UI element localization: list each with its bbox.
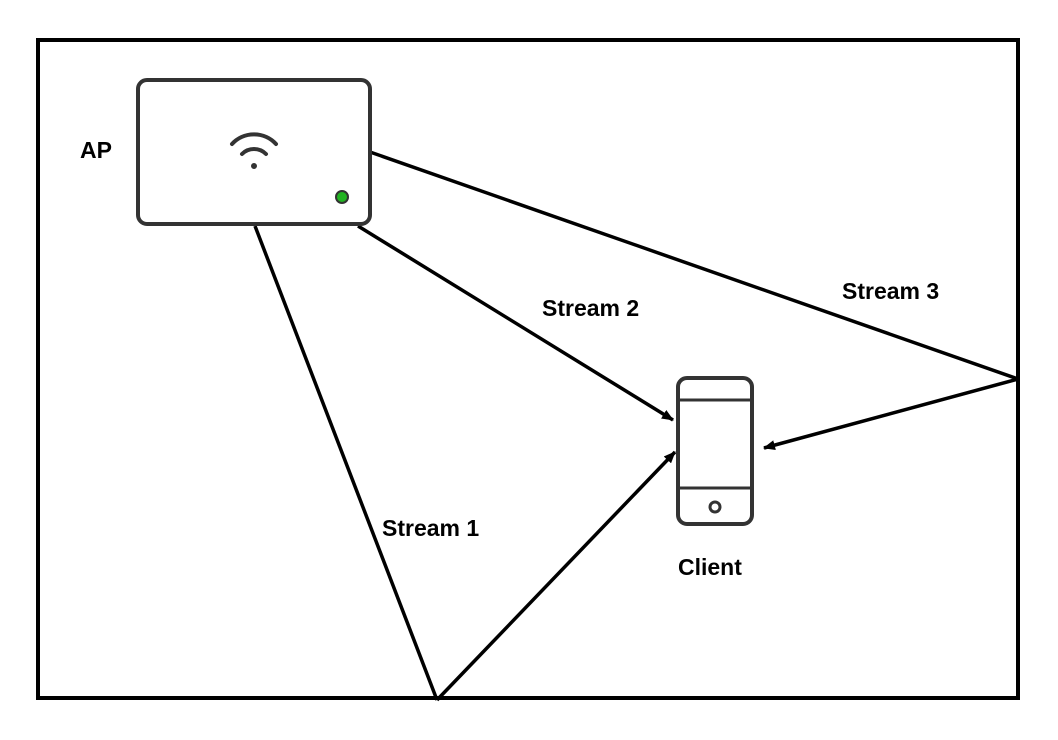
stream-2-path — [357, 224, 674, 422]
stream-2-label: Stream 2 — [542, 295, 639, 321]
access-point-icon — [136, 78, 372, 226]
ap-label: AP — [80, 137, 112, 163]
client-label: Client — [678, 554, 742, 580]
stream-3-path — [369, 150, 1019, 450]
stream-1-path — [253, 225, 677, 702]
status-led-icon — [335, 190, 349, 204]
stream-3-label: Stream 3 — [842, 278, 939, 304]
stream-1-label: Stream 1 — [382, 515, 479, 541]
room-boundary — [36, 38, 1020, 700]
smartphone-icon — [676, 376, 754, 526]
wifi-icon — [230, 132, 278, 169]
